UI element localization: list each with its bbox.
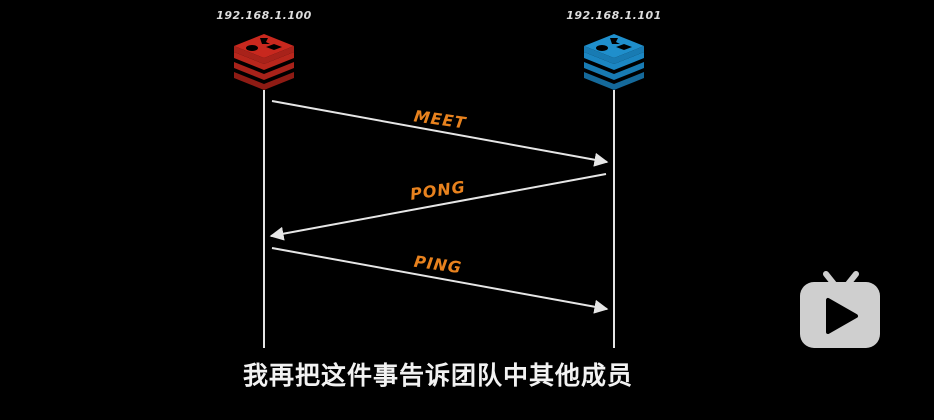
- pong-label: PONG: [409, 177, 467, 204]
- subtitle-caption: 我再把这件事告诉团队中其他成员: [242, 361, 633, 390]
- ping-arrow: [271, 247, 609, 314]
- ping-label: PING: [413, 252, 463, 278]
- meet-arrow: [271, 100, 609, 167]
- tv-play-icon: [800, 271, 880, 348]
- left-node-ip: 192.168.1.100: [216, 9, 312, 22]
- pong-arrow: [269, 173, 607, 241]
- right-node-ip: 192.168.1.101: [566, 9, 662, 22]
- redis-stack-icon: [234, 34, 294, 90]
- redis-stack-icon: [584, 34, 644, 90]
